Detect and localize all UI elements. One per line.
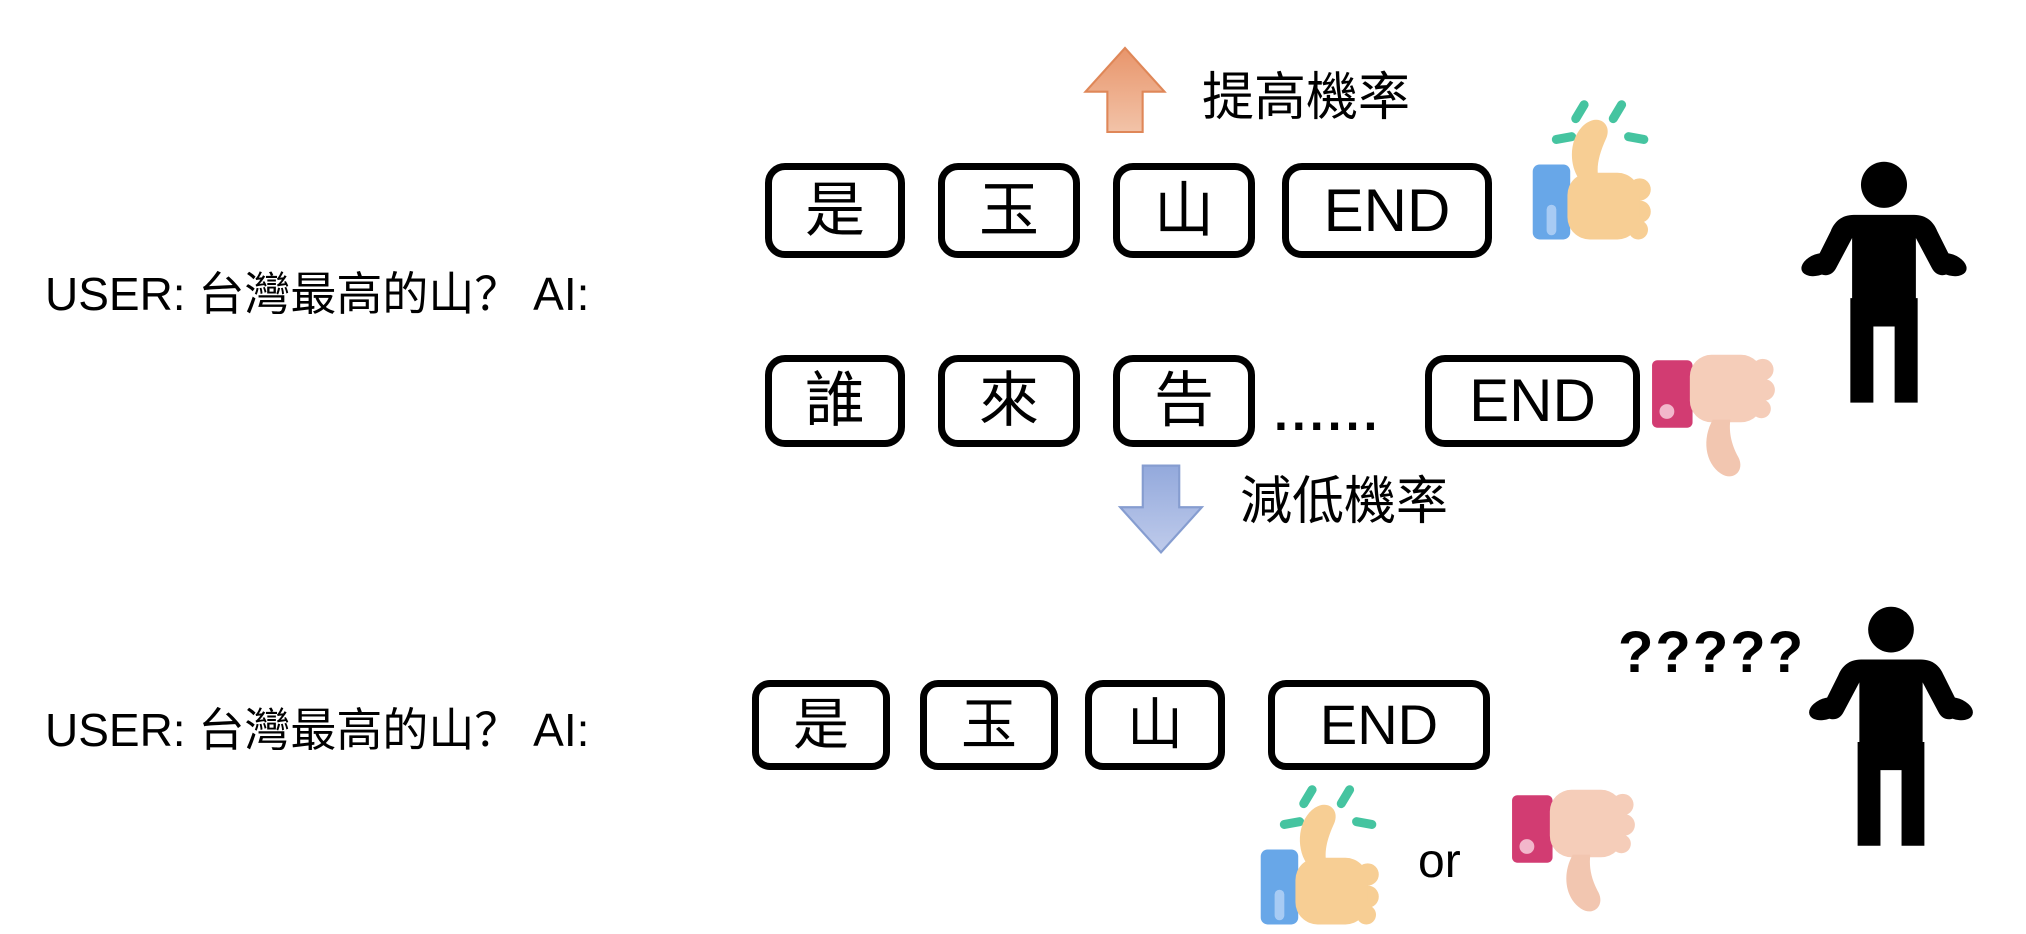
ellipsis-dots: ......	[1274, 385, 1382, 441]
or-label: or	[1418, 835, 1461, 888]
token-box-end: END	[1425, 355, 1640, 447]
token-text: 告	[1154, 367, 1214, 434]
token-text: 誰	[805, 367, 865, 434]
token-text: 玉	[979, 176, 1039, 244]
token-box: 誰	[765, 355, 905, 447]
person-shrugging-icon	[1801, 161, 1967, 403]
token-text: END	[1469, 367, 1596, 434]
user-prompt-line: USER: 台灣最高的山？ AI:	[45, 268, 590, 320]
token-box: 山	[1085, 680, 1225, 770]
up-arrow-icon	[1083, 46, 1167, 134]
token-text: 是	[805, 176, 865, 244]
person-shrugging-icon	[1809, 606, 1973, 846]
token-box-end: END	[1282, 163, 1492, 258]
token-box: 是	[752, 680, 890, 770]
token-box: 玉	[920, 680, 1058, 770]
token-box: 是	[765, 163, 905, 258]
question-marks-label: ?????	[1618, 620, 1806, 685]
down-arrow-icon	[1117, 464, 1205, 555]
token-text: 是	[793, 693, 849, 756]
thumbs-down-icon	[1512, 789, 1635, 912]
token-box: 告	[1113, 355, 1255, 447]
token-text: END	[1319, 693, 1439, 756]
thumbs-up-icon	[1532, 100, 1651, 240]
thumbs-up-icon	[1260, 785, 1379, 925]
token-text: 玉	[961, 693, 1017, 756]
token-box-end: END	[1268, 680, 1490, 770]
decrease-probability-label: 減低機率	[1240, 473, 1449, 531]
user-prompt-line: USER: 台灣最高的山？ AI:	[45, 704, 590, 756]
token-box: 玉	[938, 163, 1080, 258]
thumbs-down-icon	[1652, 354, 1775, 477]
token-text: END	[1323, 176, 1451, 244]
token-text: 山	[1127, 693, 1183, 756]
increase-probability-label: 提高機率	[1202, 69, 1411, 127]
token-text: 山	[1154, 176, 1214, 244]
token-box: 山	[1113, 163, 1255, 258]
token-box: 來	[938, 355, 1080, 447]
token-text: 來	[979, 367, 1039, 434]
